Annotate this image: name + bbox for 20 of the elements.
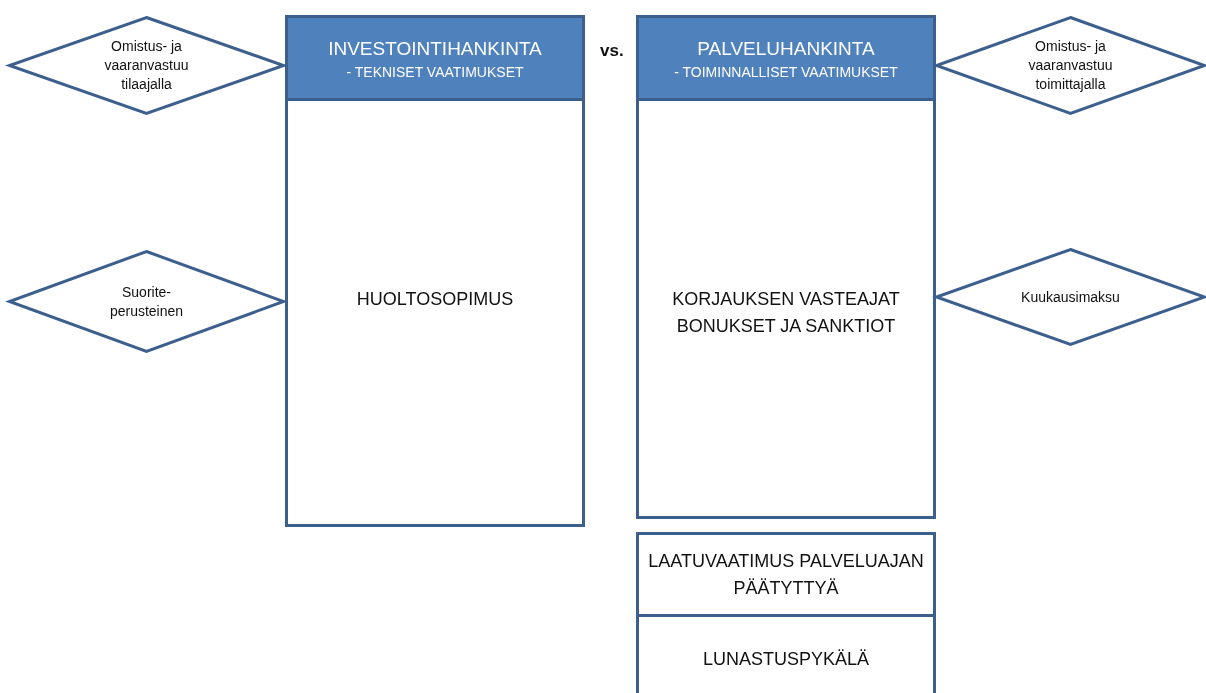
header-box: [285, 15, 585, 101]
box-text: LUNASTUSPYKÄLÄ: [702, 647, 870, 671]
diamond-label: Suorite- perusteinen: [108, 282, 185, 321]
header-subtitle: - TEKNISET VAATIMUKSET: [346, 63, 524, 82]
box-text: LAATUVAATIMUS PALVELUAJAN PÄÄTYTTYÄ: [647, 549, 925, 600]
box-text: BONUKSET JA SANKTIOT: [676, 315, 896, 338]
content-box: [285, 98, 585, 527]
header-title: INVESTOINTIHANKINTA: [328, 36, 542, 61]
box-text: KORJAUKSEN VASTEAJAT: [672, 288, 900, 311]
diamond-label: Kuukausimaksu: [1020, 287, 1121, 307]
header-title: PALVELUHANKINTA: [697, 36, 875, 61]
diamond-label: Omistus- ja vaaranvastuu toimittajalla: [1027, 37, 1114, 94]
header-box: [636, 15, 936, 101]
content-box: [636, 614, 936, 693]
box-text: HUOLTOSOPIMUS: [356, 288, 514, 311]
content-box: [636, 98, 936, 519]
comparison-label: vs.: [600, 41, 624, 61]
diamond-label: Omistus- ja vaaranvastuu tilaajalla: [103, 37, 190, 94]
content-box: [636, 532, 936, 617]
header-subtitle: - TOIMINNALLISET VAATIMUKSET: [674, 63, 898, 82]
